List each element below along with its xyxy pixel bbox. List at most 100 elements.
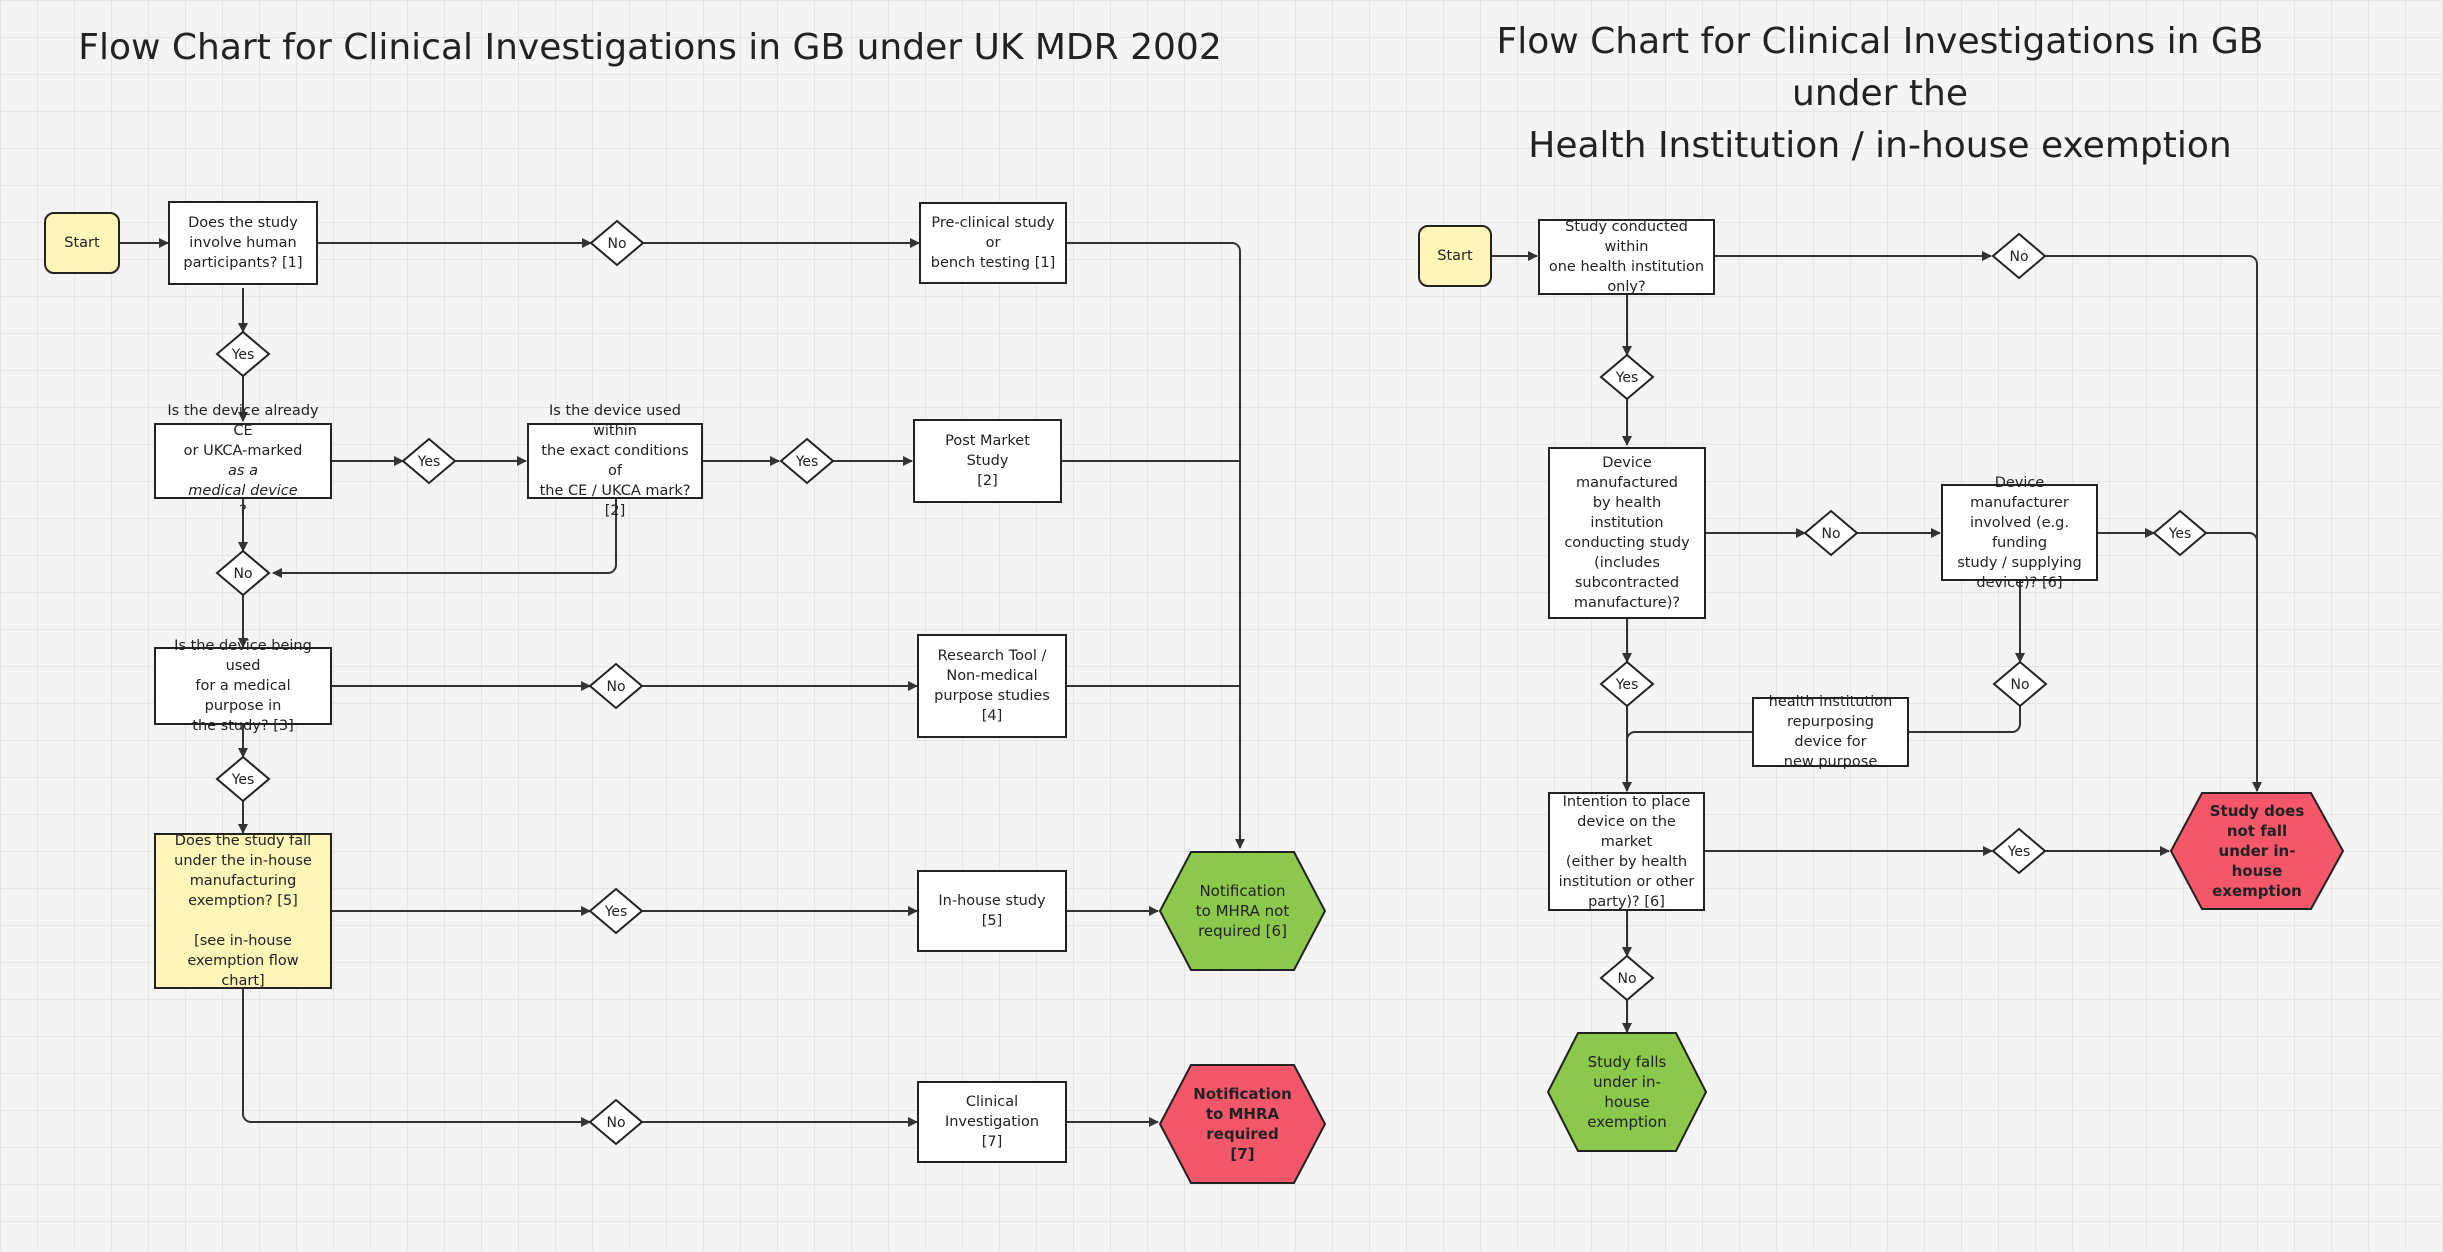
- right-q-manufacturer-involved: Device manufacturer involved (e.g. fundi…: [1941, 475, 2098, 591]
- line: study / supplying: [1957, 554, 2082, 571]
- line: Is the device used within: [549, 403, 681, 439]
- line: subcontracted: [1574, 575, 1680, 591]
- line: Post Market Study: [945, 433, 1030, 469]
- left-decision-yes-1: Yes: [215, 330, 271, 378]
- left-title: Flow Chart for Clinical Investigations i…: [78, 27, 1222, 68]
- italic-text: as a: [228, 463, 258, 479]
- text: or UKCA-marked: [183, 443, 303, 459]
- line: [7]: [1230, 1145, 1255, 1163]
- line: Does the study: [188, 215, 298, 231]
- left-start-node: Start: [44, 212, 120, 274]
- svg-text:No: No: [2010, 677, 2029, 693]
- left-decision-yes-5: Yes: [588, 887, 644, 935]
- svg-text:No: No: [2009, 249, 2028, 265]
- right-title-line3: Health Institution / in-house exemption: [1528, 125, 2232, 166]
- svg-text:Yes: Yes: [795, 454, 819, 470]
- line: participants? [1]: [183, 255, 303, 271]
- line: bench testing [1]: [930, 255, 1056, 271]
- line: Notification: [1199, 882, 1286, 900]
- line: under in-: [2218, 842, 2296, 860]
- connectors: [120, 238, 2262, 1127]
- line: by health institution: [1590, 495, 1664, 531]
- line: house: [1604, 1093, 1650, 1111]
- line: [7]: [981, 1134, 1003, 1150]
- line: [5]: [981, 913, 1003, 929]
- right-q-one-institution: Study conducted within one health instit…: [1538, 219, 1715, 295]
- right-repurposing-note: health institution repurposing device fo…: [1752, 694, 1909, 770]
- line: or UKCA-marked as a: [164, 441, 322, 481]
- right-not-fall-label: Study does not fall under in- house exem…: [2171, 793, 2343, 909]
- line: the exact conditions of: [541, 443, 689, 479]
- left-decision-yes-3: Yes: [779, 437, 835, 485]
- italic-text: medical device: [188, 483, 298, 499]
- svg-text:No: No: [233, 566, 252, 582]
- line: medical device?: [164, 481, 322, 521]
- line: required [6]: [1198, 922, 1287, 940]
- right-title: Flow Chart for Clinical Investigations i…: [1380, 16, 2380, 172]
- line: Notification: [1193, 1085, 1292, 1103]
- right-hex-not-fall: [2169, 792, 2345, 910]
- left-start-label: Start: [64, 235, 100, 251]
- line: exemption flow chart]: [187, 953, 299, 989]
- svg-text:Yes: Yes: [417, 454, 441, 470]
- right-decision-yes-1: Yes: [1599, 353, 1655, 401]
- line: involve human: [189, 235, 297, 251]
- line: under in-: [1593, 1073, 1661, 1091]
- svg-text:No: No: [607, 236, 626, 252]
- line: repurposing device for: [1787, 714, 1874, 750]
- line: manufacture)?: [1573, 595, 1681, 611]
- left-decision-no-2: No: [215, 549, 271, 597]
- left-decision-yes-4: Yes: [215, 755, 271, 803]
- svg-text:No: No: [606, 679, 625, 695]
- line: institution or other: [1558, 873, 1695, 890]
- right-title-line2: under the: [1792, 73, 1968, 114]
- svg-text:Yes: Yes: [604, 904, 628, 920]
- left-pre-clinical-box: Pre-clinical study or bench testing [1]: [919, 202, 1067, 284]
- line: device on the market: [1577, 813, 1676, 850]
- svg-text:Yes: Yes: [2168, 526, 2192, 542]
- line: Research Tool /: [937, 648, 1047, 664]
- line: Study conducted within: [1565, 219, 1688, 255]
- left-inhouse-study-box: In-house study [5]: [917, 870, 1067, 952]
- right-decision-no-1: No: [1991, 232, 2047, 280]
- line: (includes: [1594, 555, 1660, 571]
- line: for a medical purpose in: [195, 678, 291, 714]
- left-decision-yes-2: Yes: [401, 437, 457, 485]
- line: Intention to place: [1562, 793, 1691, 810]
- line: [4]: [981, 708, 1003, 724]
- line: to MHRA not: [1195, 902, 1290, 920]
- line: Non-medical: [946, 668, 1038, 684]
- right-title-line1: Flow Chart for Clinical Investigations i…: [1496, 21, 2264, 62]
- line: [2]: [977, 473, 998, 489]
- svg-text:Yes: Yes: [1615, 370, 1639, 386]
- line: exemption? [5]: [188, 893, 298, 909]
- left-q-exact-conditions: Is the device used within the exact cond…: [527, 403, 703, 519]
- right-hex-falls: [1546, 1032, 1708, 1152]
- left-q-human-participants: Does the study involve human participant…: [168, 201, 318, 285]
- line: under the in-house: [174, 853, 312, 869]
- line: exemption: [1587, 1113, 1667, 1131]
- line: Device manufactured: [1576, 455, 1678, 491]
- right-q-place-on-market: Intention to place device on the market …: [1548, 792, 1705, 911]
- line: health institution: [1768, 694, 1893, 710]
- svg-text:No: No: [1821, 526, 1840, 542]
- svg-text:Yes: Yes: [2007, 844, 2031, 860]
- line: involved (e.g. funding: [1969, 514, 2069, 551]
- left-hex-notification-not-required: [1158, 851, 1327, 971]
- left-q-ce-marked: Is the device already CE or UKCA-marked …: [154, 403, 332, 519]
- right-falls-label: Study falls under in- house exemption: [1548, 1033, 1706, 1151]
- left-notification-required-label: Notification to MHRA required [7]: [1160, 1065, 1325, 1183]
- line: device)? [6]: [1976, 574, 2063, 591]
- right-start-label: Start: [1437, 248, 1473, 264]
- line: Study falls: [1587, 1053, 1667, 1071]
- right-decision-no-3: No: [1992, 660, 2048, 708]
- line: to MHRA: [1205, 1105, 1280, 1123]
- line: required: [1206, 1125, 1279, 1143]
- line: Does the study fall: [174, 833, 312, 849]
- right-q-manufactured-by-institution: Device manufactured by health institutio…: [1548, 447, 1706, 619]
- line: Is the device being used: [174, 638, 312, 674]
- right-decision-no-4: No: [1599, 954, 1655, 1002]
- text: ?: [239, 503, 247, 519]
- right-decision-no-2: No: [1803, 509, 1859, 557]
